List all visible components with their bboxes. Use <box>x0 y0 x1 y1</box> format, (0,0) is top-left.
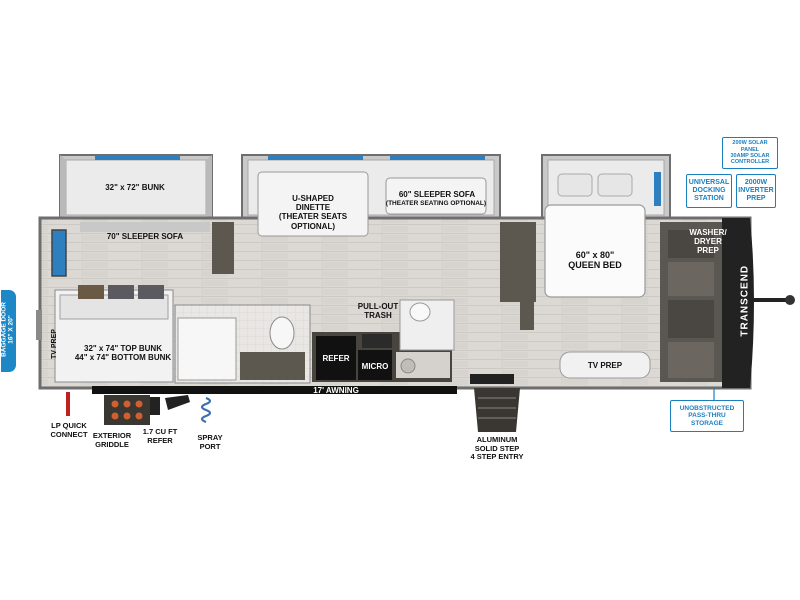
sofa-60 <box>385 177 487 215</box>
dinette-label: U-SHAPED DINETTE (THEATER SEATS OPTIONAL… <box>278 194 348 231</box>
micro-label: MICRO <box>361 362 389 371</box>
queen-bed <box>544 204 646 298</box>
awning-rail <box>92 386 457 394</box>
cabinet-bedroom <box>500 222 536 302</box>
solar-callout: 200W SOLAR PANEL 30AMP SOLAR CONTROLLER <box>722 137 778 169</box>
rear-window <box>51 229 67 277</box>
pullout-trash-label: PULL-OUT TRASH <box>357 302 399 321</box>
tv-prep-cabinet <box>559 351 651 379</box>
baggage-door <box>36 310 42 340</box>
micro-appliance <box>358 350 392 380</box>
washer-dryer-label: WASHER/ DRYER PREP <box>689 228 727 256</box>
sofa-70 <box>80 222 210 232</box>
spray-port-label: SPRAY PORT <box>197 433 223 451</box>
bedroom-window <box>654 172 661 206</box>
bunk-label: 32" x 72" BUNK <box>105 183 165 192</box>
refer-label: REFER <box>322 354 350 363</box>
bathroom <box>174 304 311 384</box>
dinette-window <box>268 156 363 160</box>
bedroom-wall <box>520 302 534 330</box>
docking-station-callout: UNIVERSAL DOCKING STATION <box>686 174 732 208</box>
pillow-right <box>597 173 633 197</box>
bunk-room <box>54 285 174 383</box>
vanity <box>240 352 305 380</box>
lp-connector <box>66 392 70 416</box>
awning-label: 17' AWNING <box>313 386 359 395</box>
ext-refer <box>150 397 160 415</box>
bunk-window <box>95 156 180 160</box>
pass-thru-callout: UNOBSTRUCTED PASS-THRU STORAGE <box>670 400 744 432</box>
lp-quick-connect-label: LP QUICK CONNECT <box>50 421 88 439</box>
sleeper-sofa-60-note: (THEATER SEATING OPTIONAL) <box>385 200 487 207</box>
entry-step-label: ALUMINUM SOLID STEP 4 STEP ENTRY <box>470 435 524 462</box>
ext-door <box>165 395 190 410</box>
exterior-refer-label: 1.7 CU FT REFER <box>142 427 178 445</box>
toilet <box>269 316 295 350</box>
cabinet-left <box>212 222 234 274</box>
griddle-burners <box>111 400 143 420</box>
griddle <box>104 395 150 425</box>
refer-appliance <box>316 336 356 380</box>
inverter-callout: 2000W INVERTER PREP <box>736 174 776 208</box>
sofa-window <box>390 156 485 160</box>
pillow-left <box>557 173 593 197</box>
tv-prep-left-label: TV PREP <box>50 329 58 360</box>
spray-hose <box>200 396 212 424</box>
entry-steps <box>470 374 520 432</box>
sleeper-sofa-70-label: 70" SLEEPER SOFA <box>106 232 184 241</box>
baggage-door-tab <box>1 290 16 372</box>
brand-label: TRANSCEND <box>739 264 751 337</box>
sleeper-sofa-60-label: 60" SLEEPER SOFA <box>398 190 476 199</box>
shower <box>177 317 237 381</box>
queen-bed-label: 60" x 80" QUEEN BED <box>568 250 622 271</box>
exterior-griddle-label: EXTERIOR GRIDDLE <box>92 431 132 449</box>
tv-prep-right-label: TV PREP <box>587 361 623 370</box>
kitchen <box>312 299 455 382</box>
dinette-seats <box>257 171 369 237</box>
bottom-bunk-label: 32" x 74" TOP BUNK 44" x 74" BOTTOM BUNK <box>74 344 172 363</box>
slideout-bunk <box>59 154 213 221</box>
baggage-door-label: BAGGAGE DOOR 16" X 20" <box>0 302 15 357</box>
